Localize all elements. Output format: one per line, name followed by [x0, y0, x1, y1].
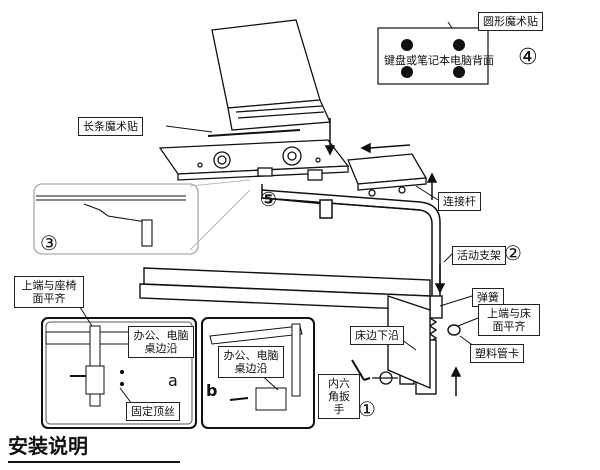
bed-frame: [139, 267, 431, 390]
arrow-left-pad: [360, 142, 411, 154]
support-arm: [261, 184, 441, 296]
label-movable-bracket: 活动支架: [452, 246, 506, 265]
label-fixing-screw: 固定顶丝: [126, 402, 180, 421]
velcro-box: [377, 27, 489, 85]
arrow-up-bottom: [450, 366, 462, 396]
arrow-down-laptop: [324, 118, 336, 156]
arrow-down-post: [434, 264, 446, 294]
marker-2: ②: [504, 241, 522, 265]
laptop-tray: [158, 139, 350, 181]
panel-3: [33, 179, 251, 255]
marker-1: ①: [358, 397, 376, 421]
label-top-level-with-bed: 上端与床面平齐: [478, 304, 540, 336]
label-hex-wrench: 内六角扳手: [318, 374, 360, 419]
marker-4: ④: [518, 45, 538, 70]
page-title: 安装说明: [8, 434, 88, 458]
label-round-velcro: 圆形魔术贴: [478, 12, 543, 31]
mouse-pad: [347, 153, 428, 197]
label-connecting-rod: 连接杆: [438, 192, 481, 211]
label-long-velcro: 长条魔术贴: [78, 117, 143, 136]
knob: [372, 371, 398, 385]
label-plastic-pipe-clip: 塑料管卡: [470, 344, 524, 363]
label-top-level-with-seat: 上端与座椅面平齐: [14, 276, 84, 308]
marker-3: ③: [40, 231, 58, 255]
laptop: [211, 19, 331, 131]
marker-5: ⑤: [260, 187, 277, 211]
hex-wrench-drawing: [351, 359, 371, 381]
label-spring: 弹簧: [472, 288, 504, 307]
label-keyboard-laptop-back: 键盘或笔记本电脑背面: [384, 54, 494, 67]
marker-b: b: [206, 381, 217, 400]
label-office-desk-edge-b: 办公、电脑桌边沿: [218, 346, 284, 378]
label-office-desk-edge-a: 办公、电脑桌边沿: [128, 326, 194, 358]
label-bed-edge-down: 床边下沿: [350, 326, 404, 345]
marker-a: a: [168, 371, 178, 390]
